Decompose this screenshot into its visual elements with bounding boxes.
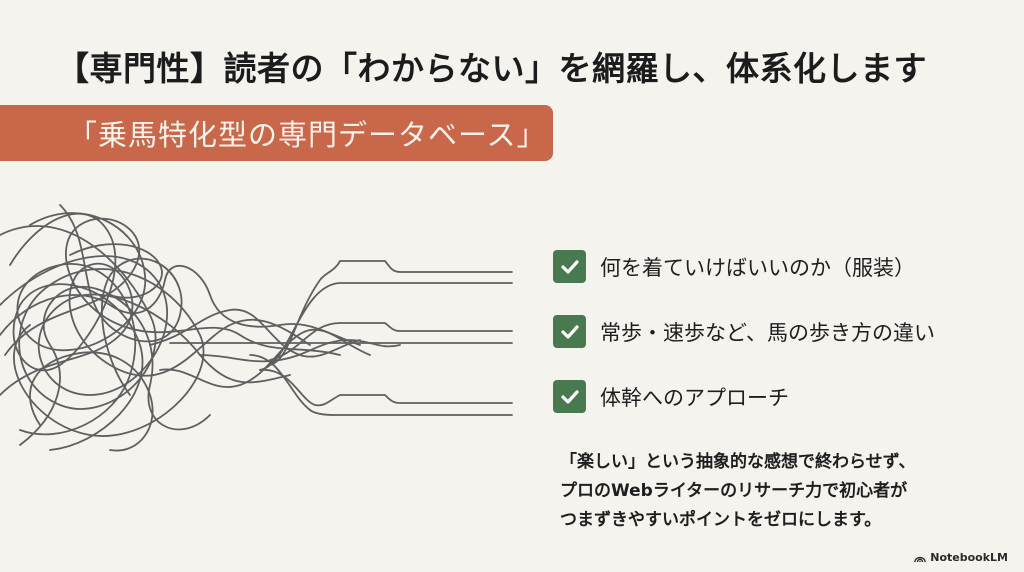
checklist-item: 常歩・速歩など、馬の歩き方の違い	[553, 313, 935, 350]
description-line: プロのWebライターのリサーチ力で初心者が	[560, 481, 908, 501]
notebooklm-logo-icon	[914, 556, 926, 562]
banner: 「乗馬特化型の専門データベース」	[0, 105, 553, 161]
checklist-item-label: 常歩・速歩など、馬の歩き方の違い	[600, 320, 935, 345]
description: 「楽しい」という抽象的な感想で終わらせず、 プロのWebライターのリサーチ力で初…	[560, 448, 915, 535]
brand-watermark: NotebookLM	[914, 551, 1008, 564]
checklist-item: 何を着ていけばいいのか（服装）	[553, 248, 935, 285]
checklist-item-label: 何を着ていけばいいのか（服装）	[600, 255, 915, 280]
description-line: つまずきやすいポイントをゼロにします。	[560, 510, 882, 530]
checkmark-icon	[553, 315, 586, 348]
checkmark-icon	[553, 250, 586, 283]
tangled-lines-illustration	[0, 204, 513, 452]
banner-text: 「乗馬特化型の専門データベース」	[68, 118, 547, 152]
checklist-item-label: 体幹へのアプローチ	[600, 385, 789, 410]
checklist-item: 体幹へのアプローチ	[553, 378, 935, 415]
slide-title: 【専門性】読者の「わからない」を網羅し、体系化します	[56, 49, 927, 88]
description-line: 「楽しい」という抽象的な感想で終わらせず、	[560, 452, 916, 472]
checkmark-icon	[553, 380, 586, 413]
checklist: 何を着ていけばいいのか（服装） 常歩・速歩など、馬の歩き方の違い 体幹へのアプロ…	[553, 248, 935, 443]
brand-name: NotebookLM	[930, 551, 1008, 564]
